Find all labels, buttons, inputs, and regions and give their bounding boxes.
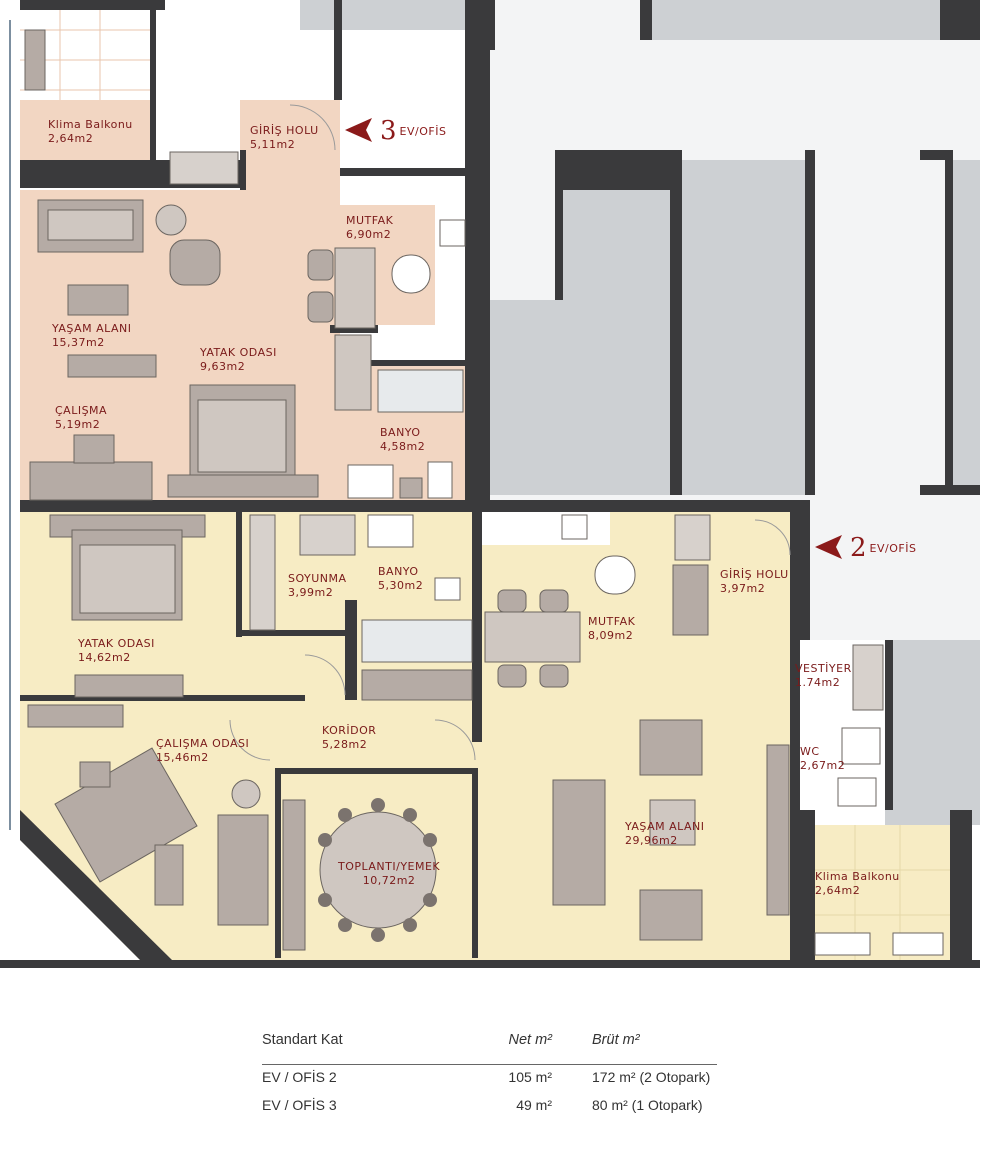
table-row: EV / OFİS 3 49 m² 80 m² (1 Otopark) <box>262 1097 717 1125</box>
unit-cell: EV / OFİS 2 <box>262 1069 337 1085</box>
entrance-text: EV/OFİS <box>399 124 447 138</box>
entrance-3-arrow <box>345 118 372 142</box>
floor-plan <box>0 0 980 968</box>
entrance-number: 3 <box>380 116 397 146</box>
entrance-2-arrow <box>815 535 842 559</box>
entrance-3-label: 3 EV/OFİS <box>376 116 446 146</box>
table-row: EV / OFİS 2 105 m² 172 m² (2 Otopark) <box>262 1069 717 1097</box>
brut-cell: 172 m² (2 Otopark) <box>592 1069 711 1085</box>
unit-3-balcony-floor <box>20 100 150 160</box>
angled-wall <box>20 810 172 960</box>
net-cell: 105 m² <box>508 1069 552 1085</box>
core-block <box>885 640 980 825</box>
core-block <box>300 0 465 30</box>
walls <box>0 0 980 968</box>
brut-cell: 80 m² (1 Otopark) <box>592 1097 703 1113</box>
area-table: Standart Kat Net m² Brüt m² EV / OFİS 2 … <box>262 1032 717 1125</box>
entrance-number: 2 <box>850 533 867 563</box>
core-block <box>555 190 670 300</box>
table-header: Standart Kat <box>262 1032 343 1048</box>
core-block <box>490 300 670 495</box>
entrance-2-label: 2 EV/OFİS <box>846 533 916 563</box>
furniture <box>24 29 466 501</box>
table-header-row: Standart Kat Net m² Brüt m² <box>262 1032 717 1065</box>
table-header: Brüt m² <box>592 1032 640 1048</box>
unit-cell: EV / OFİS 3 <box>262 1097 337 1113</box>
table-header: Net m² <box>508 1032 553 1048</box>
net-cell: 49 m² <box>516 1097 552 1113</box>
core-block <box>650 0 940 40</box>
entrance-text: EV/OFİS <box>869 541 917 555</box>
unit-3-entry-floor <box>240 100 340 195</box>
core-block <box>680 160 805 495</box>
